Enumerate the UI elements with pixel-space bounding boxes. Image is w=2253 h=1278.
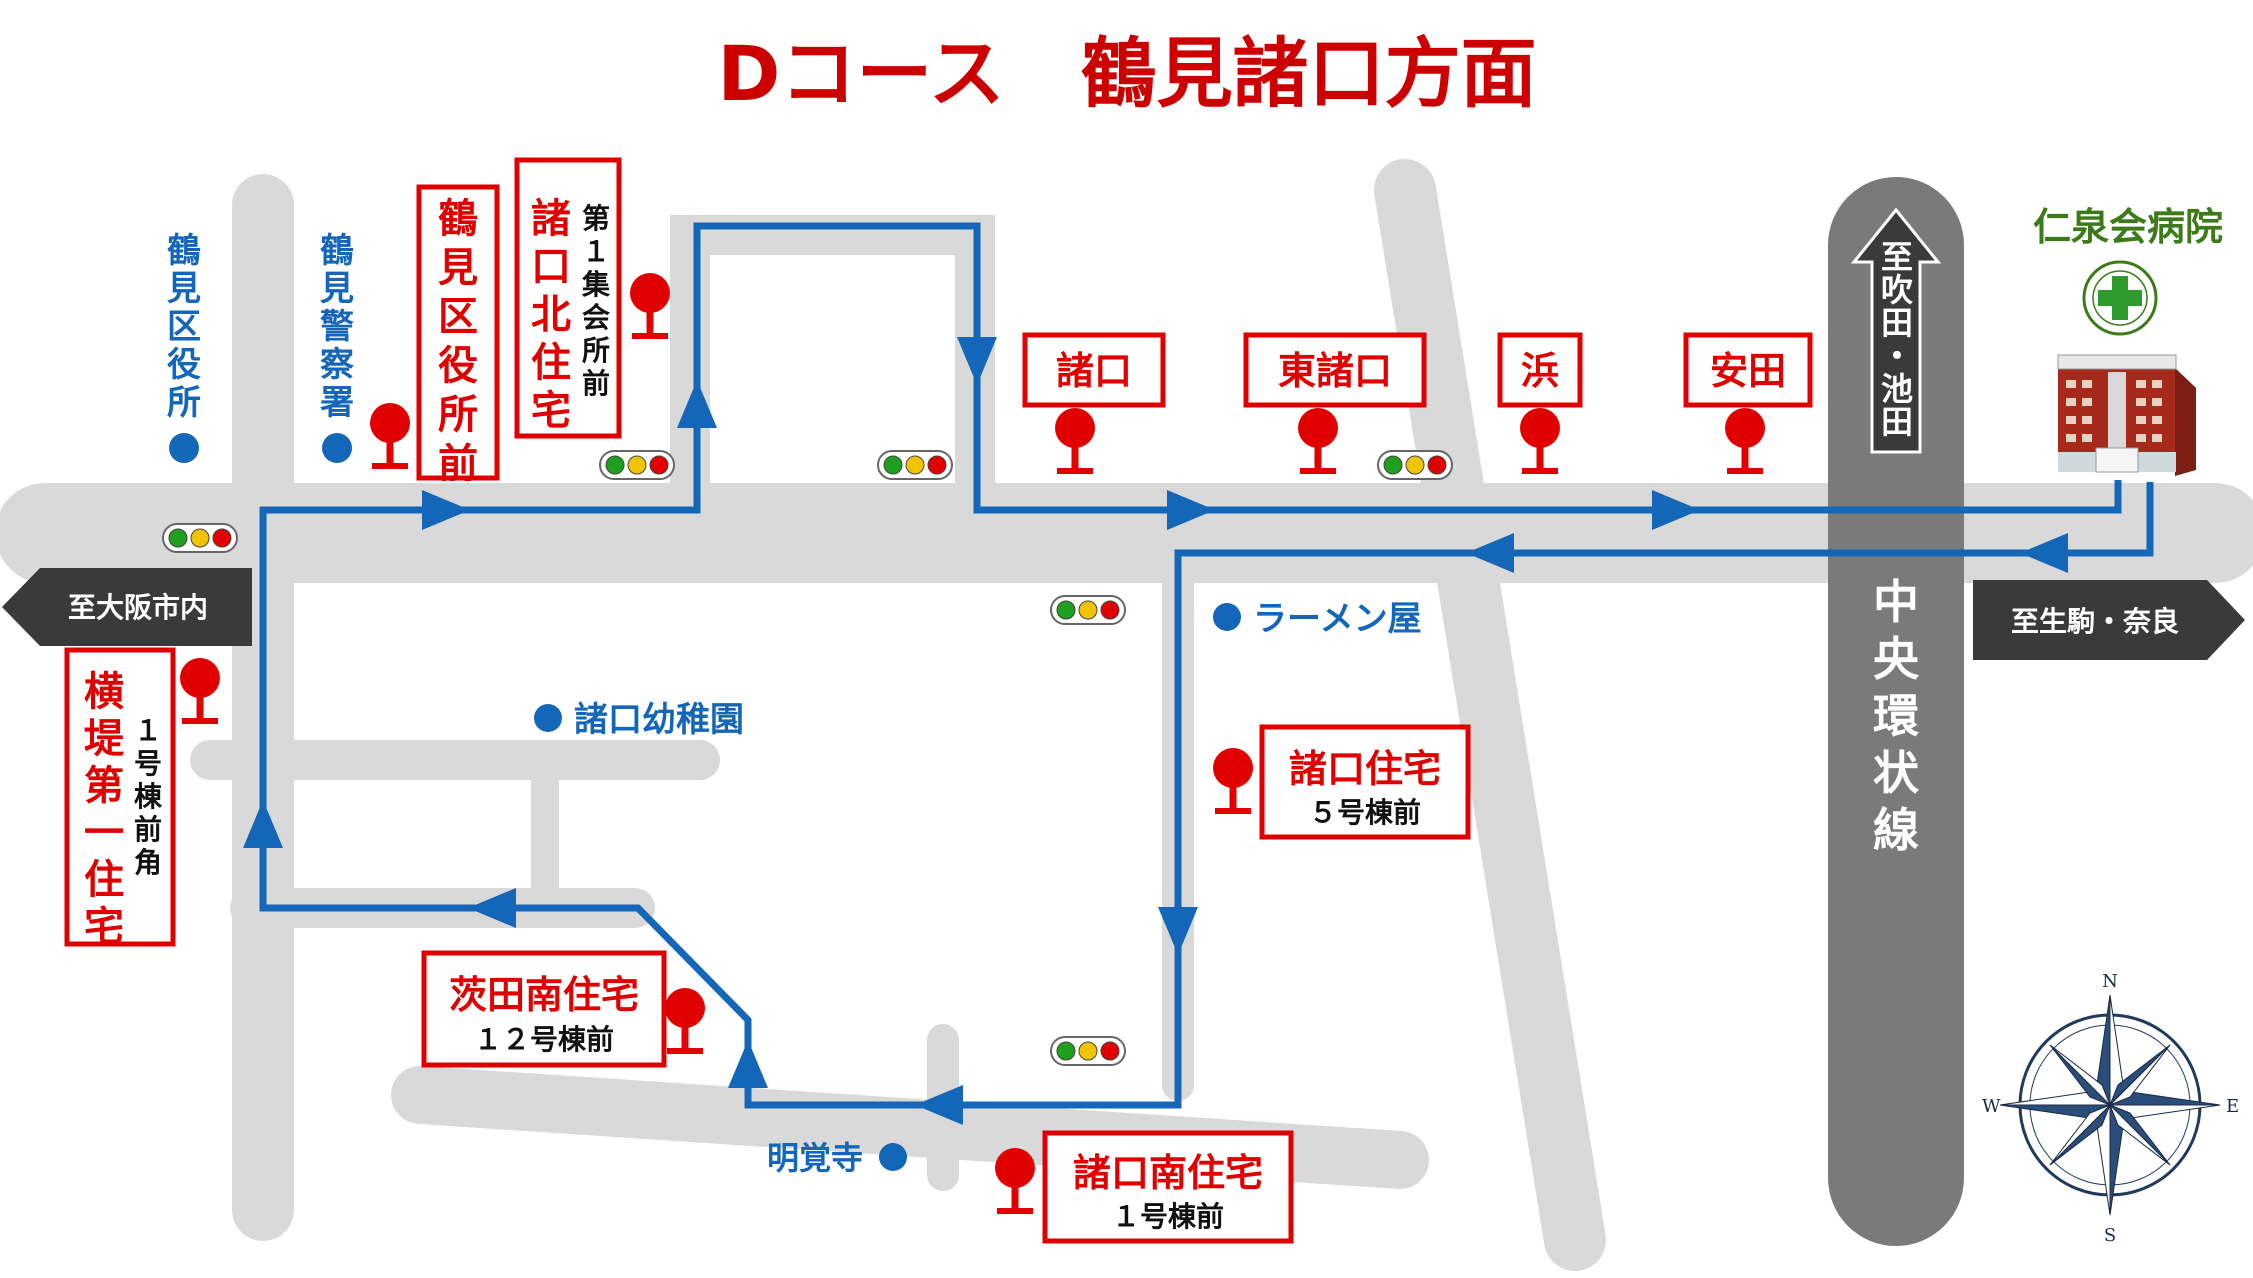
compass-w: W xyxy=(1982,1096,2001,1117)
traffic-light-icon xyxy=(1377,450,1453,480)
stop-moroguchi-jutaku: 諸口住宅 ５号棟前 xyxy=(1259,724,1471,840)
arrow-down-2 xyxy=(1158,907,1198,955)
landmark-temple-label: 明覚寺 xyxy=(767,1139,863,1177)
bus-stop-icon xyxy=(1213,748,1253,814)
stop-hama: 浜 xyxy=(1497,332,1583,408)
stop-yasuda: 安田 xyxy=(1683,332,1813,408)
stop-label: 諸口住宅 xyxy=(1289,747,1441,791)
stop-label: 諸口 xyxy=(1056,349,1132,393)
bus-stop-icon xyxy=(630,273,670,339)
landmark-ward-office: 鶴見区役所 xyxy=(167,231,201,463)
bus-route xyxy=(259,222,2154,1109)
landmark-kindergarten: 諸口幼稚園 xyxy=(534,700,744,740)
stop-label: 諸口北住宅 xyxy=(531,196,571,434)
compass-s: S xyxy=(2104,1225,2116,1246)
bus-stop-pins xyxy=(180,273,1765,1214)
page-title: Dコース 鶴見諸口方面 xyxy=(717,29,1536,118)
landmark-temple: 明覚寺 xyxy=(767,1139,907,1177)
arrow-left-4 xyxy=(468,888,516,928)
bus-stop-icon xyxy=(1298,408,1338,474)
arrow-right-1 xyxy=(422,490,470,530)
road-diagonal-north xyxy=(1374,159,1606,1271)
north-direction-label: 至吹田・池田 xyxy=(1881,238,1913,441)
bus-stop-icon xyxy=(1725,408,1765,474)
bus-stop-icon xyxy=(1520,408,1560,474)
landmark-kindergarten-label: 諸口幼稚園 xyxy=(574,700,744,740)
route-direction-arrows xyxy=(243,337,2068,1125)
north-direction-sign: 至吹田・池田 xyxy=(1850,207,1942,454)
stop-moroguchi: 諸口 xyxy=(1022,332,1166,408)
stop-moroguchi-minami: 諸口南住宅 １号棟前 xyxy=(1042,1130,1294,1244)
hospital-name: 仁泉会病院 xyxy=(2033,205,2223,249)
traffic-light-icon xyxy=(599,450,675,480)
hospital-building-icon xyxy=(2057,354,2196,476)
stop-sublabel: １号棟前角 xyxy=(134,714,163,879)
arrow-left-2 xyxy=(2020,533,2068,573)
west-direction-sign: 至大阪市内 xyxy=(2,568,252,646)
stop-label: 茨田南住宅 xyxy=(449,973,639,1017)
stop-label: 横堤第一住宅 xyxy=(84,669,125,950)
stop-mamuta-minami: 茨田南住宅 １２号棟前 xyxy=(421,950,667,1068)
stop-sublabel: ５号棟前 xyxy=(1309,796,1421,829)
bus-stop-icon xyxy=(370,403,410,469)
stop-moroguchi-kita: 諸口北住宅 第１集会所前 xyxy=(514,157,622,439)
stop-sublabel: １号棟前 xyxy=(1112,1200,1224,1233)
traffic-light-icon xyxy=(162,523,238,553)
stop-label: 鶴見区役所前 xyxy=(438,196,478,487)
arrow-right-2 xyxy=(1167,490,1215,530)
landmark-ward-office-label: 鶴見区役所 xyxy=(167,231,201,423)
compass-e: E xyxy=(2226,1096,2239,1117)
traffic-light-icon xyxy=(877,450,953,480)
stop-yokozutsumi-daiichi: 横堤第一住宅 １号棟前角 xyxy=(64,647,176,950)
stop-label: 諸口南住宅 xyxy=(1073,1151,1263,1195)
landmark-police-label: 鶴見警察署 xyxy=(320,231,354,423)
stop-label: 浜 xyxy=(1521,349,1559,393)
landmark-ramen-label: ラーメン屋 xyxy=(1253,599,1422,639)
landmark-police: 鶴見警察署 xyxy=(320,231,354,463)
west-direction-label: 至大阪市内 xyxy=(68,591,208,624)
stop-tsurumi-ward-office-mae: 鶴見区役所前 xyxy=(416,184,500,487)
stop-higashi-moroguchi: 東諸口 xyxy=(1243,332,1427,408)
compass-n: N xyxy=(2102,971,2118,992)
traffic-light-icon xyxy=(1050,595,1126,625)
arrow-left-3 xyxy=(915,1085,963,1125)
arrow-up-2 xyxy=(728,1040,768,1088)
east-direction-label: 至生駒・奈良 xyxy=(2011,605,2179,638)
stop-sublabel: １２号棟前 xyxy=(474,1023,614,1056)
east-direction-sign: 至生駒・奈良 xyxy=(1973,580,2245,660)
traffic-light-icon xyxy=(1050,1036,1126,1066)
arrow-right-3 xyxy=(1652,490,1700,530)
arrow-down-1 xyxy=(957,337,997,385)
landmark-ramen: ラーメン屋 xyxy=(1213,599,1422,639)
bus-stop-icon xyxy=(1055,408,1095,474)
green-cross-emblem-icon xyxy=(2082,260,2158,336)
compass-rose-icon: N S E W xyxy=(1982,971,2239,1246)
stop-label: 安田 xyxy=(1710,349,1786,393)
stop-label: 東諸口 xyxy=(1278,349,1392,393)
ring-road-label: 中央環状線 xyxy=(1873,575,1920,857)
arrow-up-3 xyxy=(243,800,283,848)
arrow-up-1 xyxy=(677,380,717,428)
stop-sublabel: 第１集会所前 xyxy=(581,202,610,400)
bus-stop-icon xyxy=(180,658,220,724)
bus-stop-icon xyxy=(995,1148,1035,1214)
hospital: 仁泉会病院 xyxy=(2033,205,2223,476)
traffic-lights xyxy=(162,450,1453,1066)
arrow-left-1 xyxy=(1466,533,1514,573)
bus-stop-icon xyxy=(665,988,705,1054)
